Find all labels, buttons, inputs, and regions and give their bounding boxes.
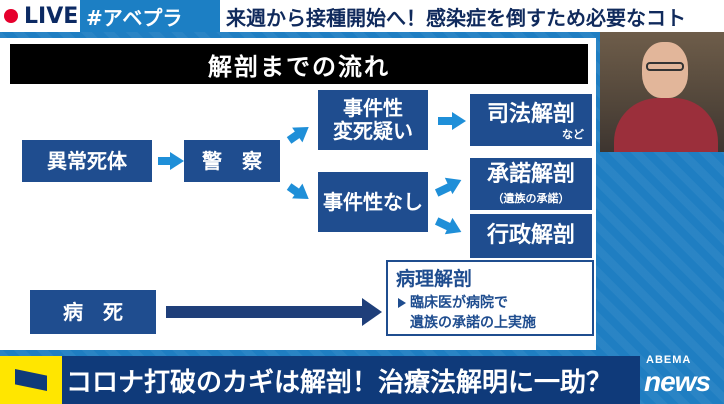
autopsy-flow-board: 解剖までの流れ 異常死体 警 察 事件性 変死疑い 事件性なし 司法解剖 など …: [0, 38, 596, 350]
pathology-title: 病理解剖: [396, 268, 473, 290]
node-judicial-autopsy: 司法解剖 など: [470, 94, 592, 146]
node-label: 行政解剖: [486, 223, 575, 249]
guest-camera-inset: [600, 32, 724, 152]
node-label: 異常死体: [47, 148, 127, 173]
node-suspected-case: 事件性 変死疑い: [318, 90, 428, 150]
node-administrative-autopsy: 行政解剖: [470, 214, 592, 258]
arrow-head-icon: [170, 152, 184, 170]
node-label: 事件性 変死疑い: [333, 96, 413, 143]
pathology-line-1: 臨床医が病院で: [398, 292, 508, 312]
node-abnormal-death: 異常死体: [22, 140, 152, 182]
node-consent-autopsy: 承諾解剖 （遺族の承諾）: [470, 158, 592, 210]
node-label: 司法解剖: [486, 102, 575, 128]
node-label: 事件性なし: [323, 189, 423, 214]
arrow-right-icon: [398, 298, 406, 308]
arrow-to-police: [158, 157, 170, 165]
guest-body: [614, 98, 718, 152]
program-hashtag: #アベプラ: [80, 0, 220, 32]
node-label: 病 死: [63, 299, 123, 324]
live-dot-icon: [4, 9, 18, 23]
node-pathology-autopsy: 病理解剖 臨床医が病院で 遺族の承諾の上実施: [386, 260, 594, 336]
arrow-to-judicial: [438, 117, 452, 125]
node-disease-death: 病 死: [30, 290, 156, 334]
node-label: 承諾解剖: [486, 162, 575, 188]
node-police: 警 察: [184, 140, 280, 182]
arrow-head-icon: [362, 298, 382, 326]
flag-icon: [15, 369, 47, 391]
node-no-case: 事件性なし: [318, 172, 428, 232]
board-title: 解剖までの流れ: [10, 44, 588, 84]
node-note: など: [562, 128, 584, 141]
pathology-text-2: 遺族の承諾の上実施: [410, 315, 536, 331]
arrow-head-icon: [452, 112, 466, 130]
abema-news-logo: ABEMA news: [640, 350, 724, 404]
headline-bar: [0, 356, 640, 404]
pathology-text-1: 臨床医が病院で: [410, 295, 508, 311]
ticker-text: 来週から接種開始へ！感染症を倒すため必要なコト: [226, 5, 686, 30]
top-ticker: LIVE #アベプラ 来週から接種開始へ！感染症を倒すため必要なコト: [0, 0, 724, 32]
flag-badge: [0, 356, 62, 404]
logo-bottom: news: [644, 366, 711, 397]
node-note: （遺族の承諾）: [492, 191, 570, 205]
headline-text: コロナ打破のカギは解剖！治療法解明に一助？: [66, 367, 613, 398]
node-label: 警 察: [202, 148, 262, 173]
arrow-to-pathology: [166, 306, 362, 318]
glasses-icon: [646, 62, 684, 71]
live-label: LIVE: [24, 3, 79, 29]
logo-top: ABEMA: [646, 354, 692, 366]
live-badge: LIVE: [0, 0, 80, 32]
